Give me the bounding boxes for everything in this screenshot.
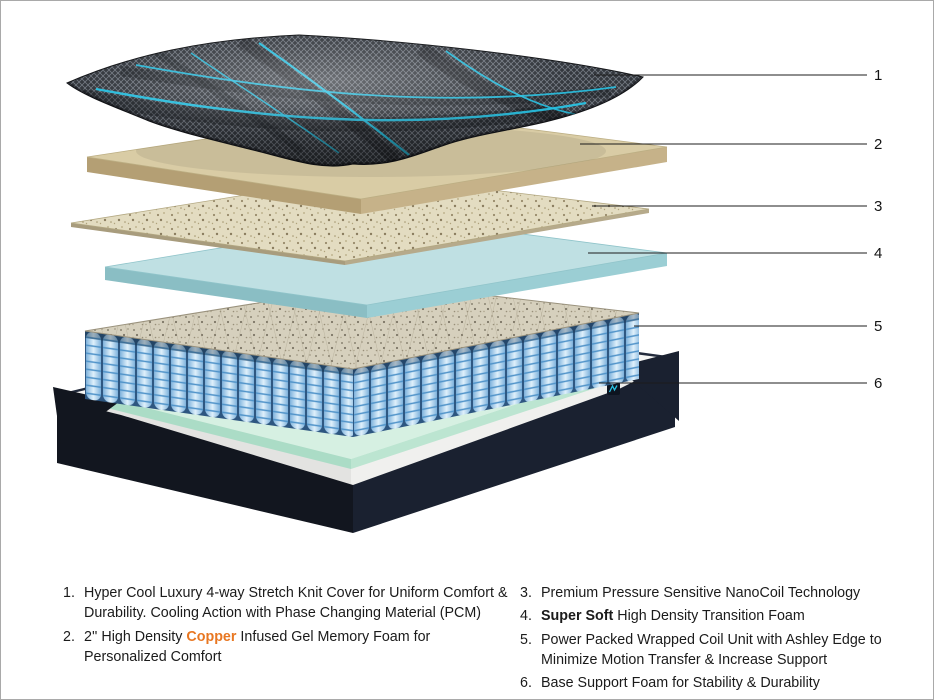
- legend-item-number: 1.: [63, 585, 75, 601]
- coil-shade-right: [353, 313, 639, 376]
- legend-item: 5. Power Packed Wrapped Coil Unit with As…: [520, 630, 882, 671]
- mattress-exploded-diagram: 1 2 3 4 5 6: [53, 34, 882, 533]
- legend: 1. Hyper Cool Luxury 4-way Stretch Knit C…: [63, 583, 882, 696]
- layer-knit-cover: [66, 34, 644, 167]
- memory-foam-side-right: [361, 147, 667, 214]
- legend-item-text: Hyper Cool Luxury 4-way Stretch Knit Cov…: [84, 585, 508, 622]
- layer-nanocoil-mesh: [70, 174, 650, 265]
- legend-item-text: Super Soft High Density Transition Foam: [541, 608, 805, 625]
- cover-edge-shading: [67, 35, 643, 167]
- transition-foam-side-left: [105, 267, 367, 318]
- memory-foam-side-left: [87, 157, 361, 214]
- legend-item-number: 2.: [63, 628, 75, 645]
- brand-logo-icon: [607, 382, 620, 395]
- coil-scrim-grid-b: [85, 283, 639, 369]
- callout-number-3: 3: [874, 198, 882, 215]
- callout-number-1: 1: [874, 67, 882, 84]
- legend-item: 2. 2'' High Density Copper Infused Gel Me…: [63, 627, 508, 668]
- legend-item-text: 2'' High Density Copper Infused Gel Memo…: [84, 628, 431, 665]
- legend-item-number: 4.: [520, 608, 532, 625]
- nanocoil-side-right: [345, 209, 649, 265]
- coil-shade-left: [85, 331, 353, 376]
- legend-item-number: 3.: [520, 585, 532, 601]
- layer-transition-foam: [104, 217, 668, 318]
- callout-numbers: 1 2 3 4 5 6: [874, 67, 882, 392]
- base-foam-side-left: [87, 393, 351, 469]
- legend-item-number: 5.: [520, 631, 532, 648]
- legend-item: 3. Premium Pressure Sensitive NanoCoil Te…: [520, 583, 882, 603]
- legend-item-number: 6.: [520, 675, 532, 692]
- callout-number-6: 6: [874, 375, 882, 392]
- coil-face-left: [85, 331, 353, 437]
- legend-item: 4. Super Soft High Density Transition Foa…: [520, 606, 882, 626]
- legend-item-text: Premium Pressure Sensitive NanoCoil Tech…: [541, 585, 861, 601]
- callout-number-4: 4: [874, 245, 882, 262]
- callout-number-5: 5: [874, 318, 882, 335]
- legend-column-right: 3. Premium Pressure Sensitive NanoCoil Te…: [520, 583, 882, 696]
- legend-item: 6. Base Support Foam for Stability & Dura…: [520, 673, 882, 693]
- legend-item-text: Power Packed Wrapped Coil Unit with Ashl…: [541, 631, 882, 668]
- callout-number-2: 2: [874, 136, 882, 153]
- nanocoil-side-left: [71, 223, 345, 265]
- callouts: [580, 74, 867, 384]
- coil-face-right: [353, 313, 639, 437]
- transition-foam-side-right: [367, 253, 667, 318]
- base-shell-corner-left: [53, 387, 119, 445]
- base-shell-front-left: [57, 399, 353, 533]
- legend-item-text: Base Support Foam for Stability & Durabi…: [541, 675, 820, 692]
- legend-column-left: 1. Hyper Cool Luxury 4-way Stretch Knit C…: [63, 583, 508, 696]
- layer-coil-unit: [84, 282, 640, 437]
- base-shell-front-right: [353, 361, 675, 533]
- legend-item: 1. Hyper Cool Luxury 4-way Stretch Knit C…: [63, 583, 508, 624]
